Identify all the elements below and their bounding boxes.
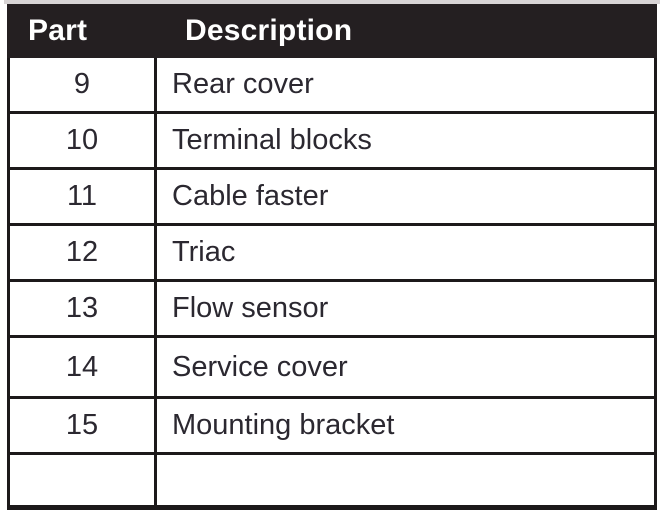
description-cell: Flow sensor xyxy=(172,292,329,324)
description-cell: Terminal blocks xyxy=(172,124,372,156)
table-header-row: Part Description xyxy=(7,4,657,58)
table-row xyxy=(10,455,654,505)
part-number-cell xyxy=(10,455,157,505)
table-row: 9 Rear cover xyxy=(10,58,654,114)
description-cell: Cable faster xyxy=(172,180,329,212)
table-row: 13 Flow sensor xyxy=(10,282,654,338)
description-cell xyxy=(157,455,654,505)
part-number-cell: 13 xyxy=(10,282,157,335)
description-cell: Triac xyxy=(172,236,236,268)
table-row: 15 Mounting bracket xyxy=(10,399,654,455)
part-number-cell: 14 xyxy=(10,338,157,396)
part-number-cell: 11 xyxy=(10,170,157,223)
part-number-cell: 10 xyxy=(10,114,157,167)
parts-table: Part Description 9 Rear cover 10 Termina… xyxy=(7,4,657,510)
table-row: 14 Service cover xyxy=(10,338,654,399)
table-body: 9 Rear cover 10 Terminal blocks 11 Cable… xyxy=(7,58,657,510)
description-cell: Service cover xyxy=(172,350,348,383)
page-top-edge xyxy=(4,0,660,4)
table-row: 10 Terminal blocks xyxy=(10,114,654,170)
table-row: 12 Triac xyxy=(10,226,654,282)
column-header-description: Description xyxy=(185,14,353,47)
part-number-cell: 9 xyxy=(10,58,157,111)
description-cell: Rear cover xyxy=(172,68,314,100)
description-cell: Mounting bracket xyxy=(172,409,395,441)
column-header-part: Part xyxy=(28,14,88,47)
part-number-cell: 12 xyxy=(10,226,157,279)
table-row: 11 Cable faster xyxy=(10,170,654,226)
part-number-cell: 15 xyxy=(10,399,157,452)
